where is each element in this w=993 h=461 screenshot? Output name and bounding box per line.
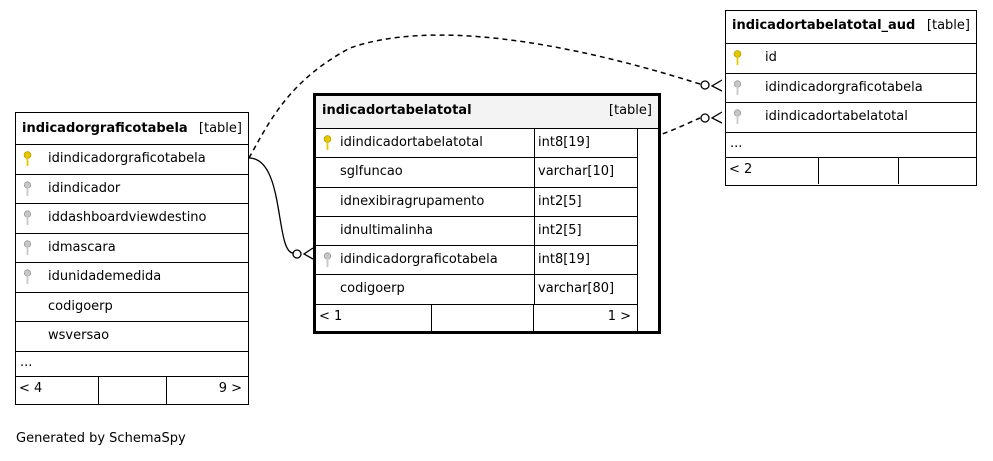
column-row[interactable]: id (726, 44, 976, 74)
relation-t1-to-t3 (248, 34, 701, 159)
parents-count: < 4 (19, 380, 43, 396)
table-kind: [table] (608, 103, 652, 118)
column-list: idindicadortabelatotal int8[19] sglfunca… (316, 129, 637, 331)
column-row[interactable]: wsversao (16, 322, 248, 352)
column-name: idunidademedida (48, 269, 162, 284)
column-name: codigoerp (48, 298, 113, 314)
column-row[interactable]: codigoerp (16, 293, 248, 322)
table-name: indicadortabelatotal_aud (732, 18, 916, 33)
foreign-key-icon (23, 210, 32, 226)
parents-count-cell[interactable]: < 1 (316, 304, 432, 331)
column-row[interactable]: idindicadorgraficotabela (726, 74, 976, 103)
column-name: wsversao (48, 328, 110, 343)
column-row[interactable]: idmascara (16, 234, 248, 263)
column-name: id (765, 50, 777, 65)
primary-key-icon (323, 135, 332, 151)
more-columns-row[interactable]: ... (726, 133, 976, 158)
column-name: sglfuncao (340, 164, 403, 180)
column-name: iddashboardviewdestino (48, 210, 207, 225)
relation-t2-to-t3 (636, 117, 701, 143)
more-indicator: ... (730, 135, 743, 151)
column-row[interactable]: idindicadortabelatotal int8[19] (316, 129, 637, 159)
column-row[interactable]: iddashboardviewdestino (16, 204, 248, 234)
relation-t2-crowfoot (302, 247, 314, 260)
column-type: int2[5] (534, 216, 637, 246)
column-name: idindicadorgraficotabela (340, 252, 498, 268)
relation-t1-to-t2 (248, 157, 294, 254)
table-indicadortabelatotal[interactable]: indicadortabelatotal [table] idindicador… (313, 93, 661, 334)
table-kind: [table] (198, 121, 242, 136)
column-name: idmascara (48, 239, 116, 255)
foreign-key-icon (733, 109, 742, 125)
more-columns-row[interactable]: ... (16, 352, 248, 377)
parents-count: < 2 (729, 161, 753, 177)
footer-middle-cell (432, 304, 534, 331)
column-name: codigoerp (340, 281, 405, 297)
relation-t3-crowfoot-1 (710, 79, 723, 92)
column-name: idindicadortabelatotal (765, 109, 908, 124)
column-row[interactable]: sglfuncao varchar[10] (316, 158, 637, 188)
column-name: idindicadortabelatotal (340, 135, 483, 150)
column-row[interactable]: idindicadorgraficotabela (16, 145, 248, 175)
table-kind: [table] (926, 18, 970, 33)
table-scrollbar[interactable] (637, 129, 658, 331)
column-row[interactable]: idindicadorgraficotabela int8[19] (316, 246, 637, 276)
children-count: 1 > (607, 308, 631, 324)
parents-count-cell[interactable]: < 4 (16, 376, 99, 405)
column-type: varchar[80] (534, 275, 637, 304)
relation-t3-crowfoot-2 (710, 111, 723, 124)
generated-by-label: Generated by SchemaSpy (16, 431, 186, 446)
primary-key-icon (733, 50, 742, 66)
more-indicator: ... (20, 354, 33, 370)
table-footer: < 2 (726, 157, 976, 184)
table-header: indicadortabelatotal_aud [table] (726, 11, 976, 44)
column-row[interactable]: idindicadortabelatotal (726, 103, 976, 133)
column-row[interactable]: idunidademedida (16, 263, 248, 293)
column-row[interactable]: codigoerp varchar[80] (316, 275, 637, 305)
column-type: int8[19] (534, 246, 637, 275)
parents-count: < 1 (319, 308, 343, 324)
foreign-key-icon (733, 79, 742, 96)
foreign-key-icon (323, 252, 332, 268)
column-name: idindicadorgraficotabela (48, 151, 206, 166)
table-header: indicadortabelatotal [table] (316, 96, 658, 129)
children-count-cell[interactable]: 1 > (534, 305, 637, 331)
primary-key-icon (23, 151, 32, 167)
table-indicadortabelatotal-aud[interactable]: indicadortabelatotal_aud [table] id idin… (725, 10, 977, 186)
table-indicadorgraficotabela[interactable]: indicadorgraficotabela [table] idindicad… (15, 112, 249, 405)
foreign-key-icon (23, 269, 32, 285)
children-count-cell[interactable] (899, 158, 976, 184)
foreign-key-icon (23, 180, 32, 197)
column-row[interactable]: idindicador (16, 175, 248, 204)
column-type: int2[5] (534, 187, 637, 216)
column-name: idindicadorgraficotabela (765, 79, 923, 95)
footer-middle-cell (99, 376, 167, 405)
children-count: 9 > (218, 380, 242, 396)
foreign-key-icon (23, 239, 32, 256)
relation-t3-optional-marker-1 (700, 80, 710, 90)
table-name: indicadorgraficotabela (22, 121, 188, 136)
table-name: indicadortabelatotal (322, 103, 472, 118)
children-count-cell[interactable]: 9 > (167, 377, 248, 405)
column-row[interactable]: idnexibiragrupamento int2[5] (316, 187, 637, 217)
column-row[interactable]: idnultimalinha int2[5] (316, 216, 637, 247)
column-type: varchar[10] (534, 158, 637, 187)
footer-middle-cell (819, 157, 899, 184)
column-name: idindicador (48, 180, 121, 196)
column-type: int8[19] (534, 129, 637, 158)
column-name: idnultimalinha (340, 222, 433, 238)
table-header: indicadorgraficotabela [table] (16, 113, 248, 145)
table-footer: < 1 1 > (316, 304, 637, 331)
relation-t2-optional-marker (292, 249, 302, 259)
table-footer: < 4 9 > (16, 376, 248, 405)
relation-t3-optional-marker-2 (700, 113, 710, 123)
parents-count-cell[interactable]: < 2 (726, 157, 819, 184)
column-name: idnexibiragrupamento (340, 193, 485, 209)
